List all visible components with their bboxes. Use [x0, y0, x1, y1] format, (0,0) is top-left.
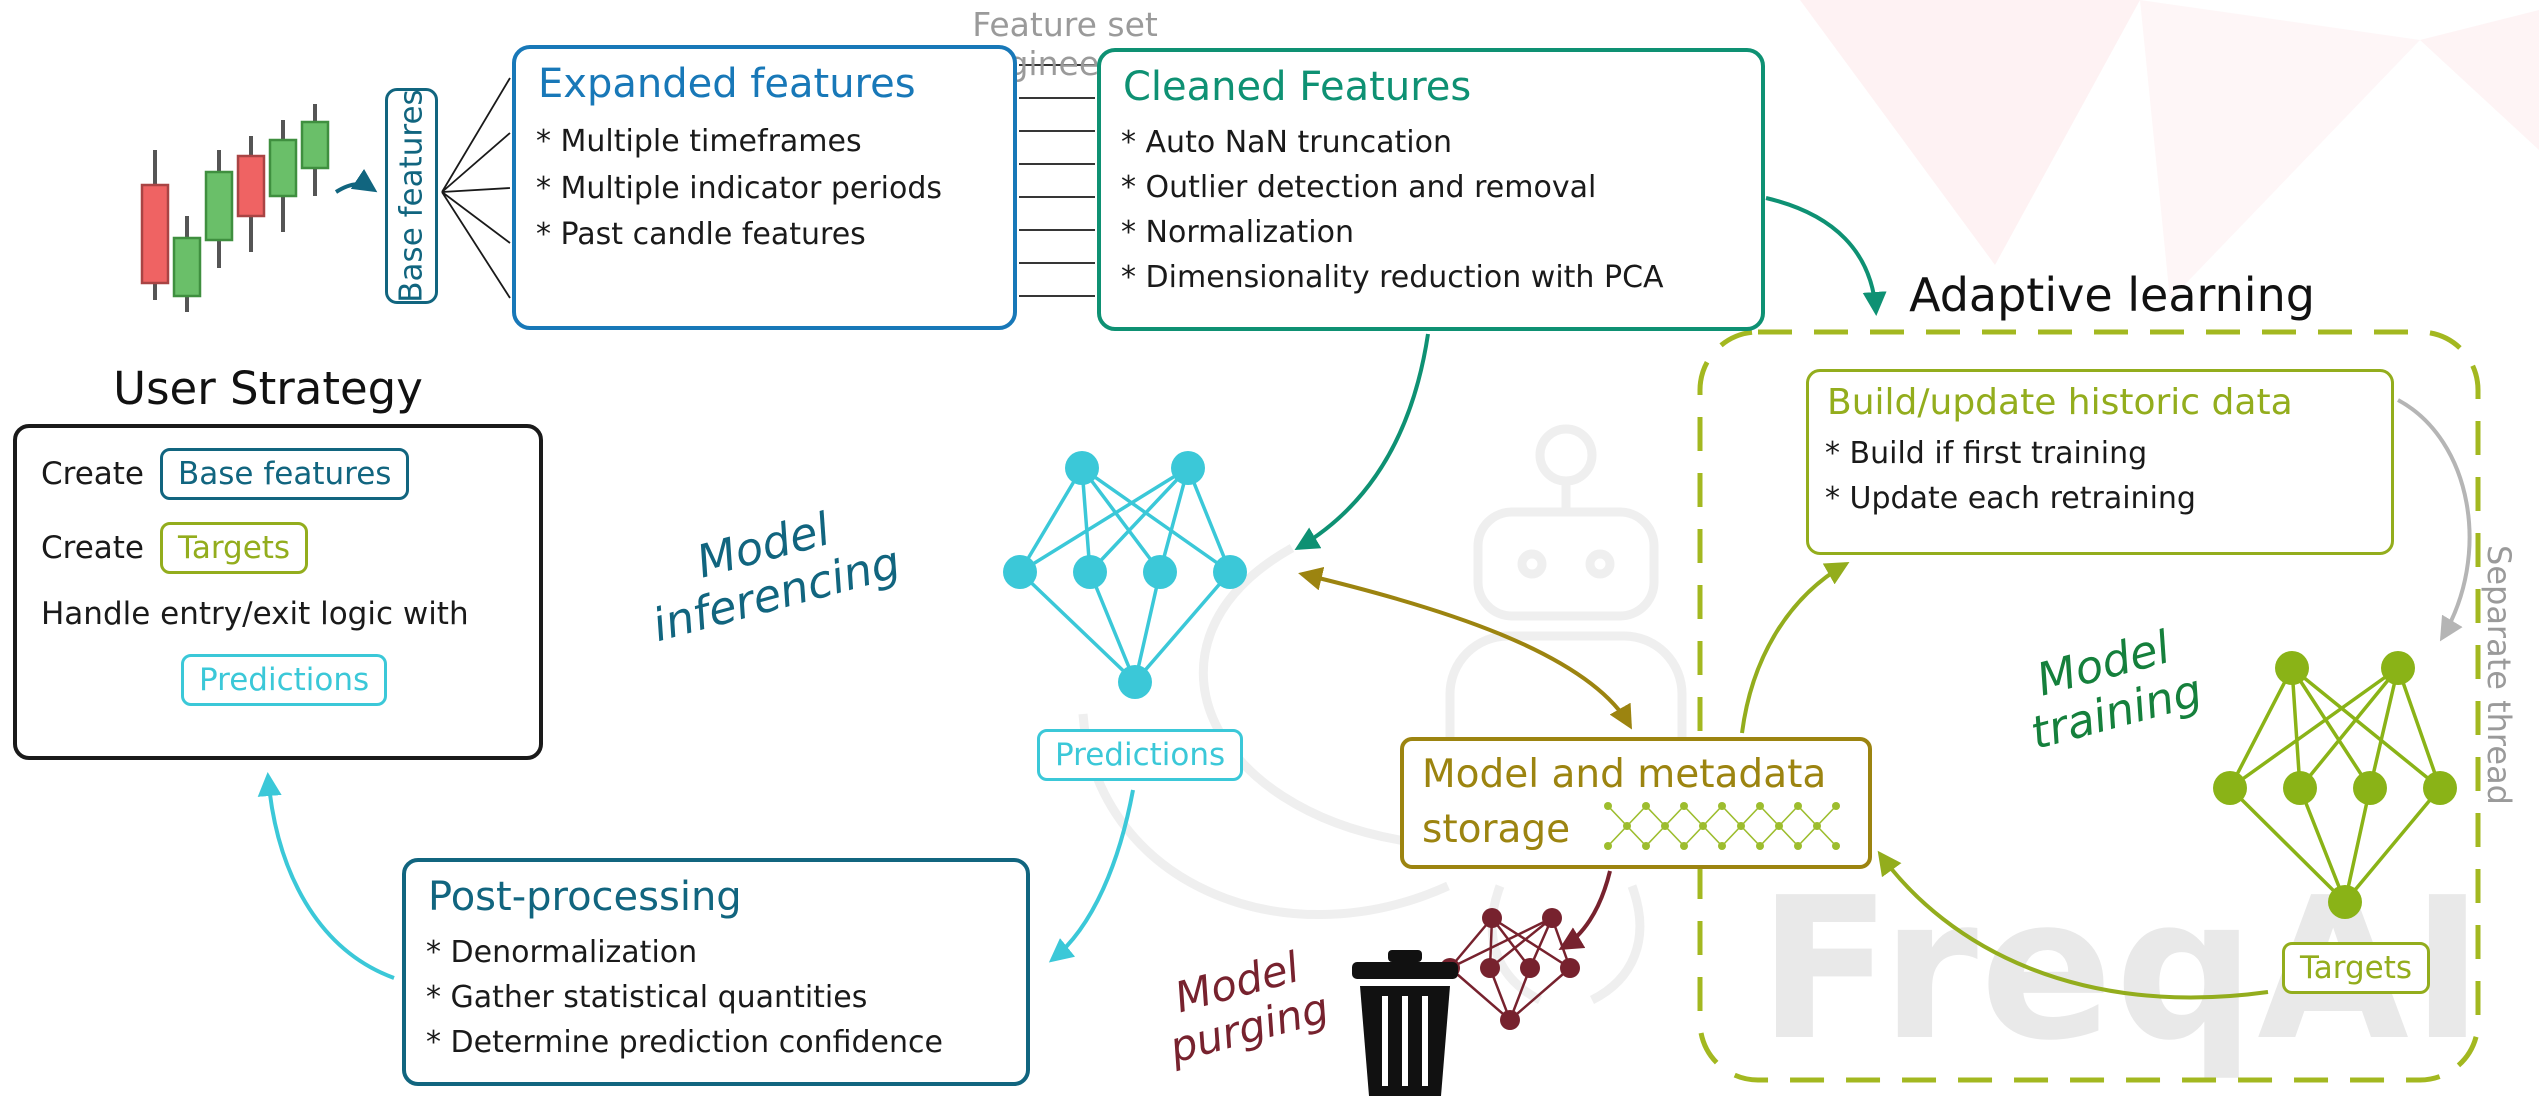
feature-item: * Gather statistical quantities — [426, 980, 868, 1015]
create-label: Create — [41, 456, 145, 492]
expanded-features-title: Expanded features — [538, 61, 916, 107]
arrow-separate-thread-loop — [2397, 398, 2472, 642]
predictions-network-icon — [1003, 451, 1247, 699]
arrow-cleaned-to-adaptive-learning — [1765, 196, 1887, 316]
arrow-cleaned-to-predictions-network — [1294, 333, 1430, 551]
cleaned-features-title: Cleaned Features — [1123, 64, 1472, 110]
connector-lines — [441, 64, 1095, 299]
build-update-title: Build/update historic data — [1827, 382, 2293, 423]
feature-item: * Denormalization — [426, 935, 698, 970]
targets-network-icon — [2213, 651, 2457, 919]
feature-item: * Multiple indicator periods — [536, 170, 943, 206]
feature-item: * Update each retraining — [1825, 481, 2196, 516]
model-metadata-storage-box: Model and metadata storage — [1400, 737, 1872, 869]
fan-lines-base-to-expanded — [441, 77, 511, 299]
handle-logic-label: Handle entry/exit logic with — [41, 596, 469, 632]
storage-network-icon — [1604, 802, 1840, 850]
arrow-post-processing-to-user-strategy — [257, 772, 395, 980]
user-strategy-box: Create Base features Create Targets Hand… — [13, 424, 543, 760]
adaptive-learning-title: Adaptive learning — [1909, 268, 2315, 322]
targets-chip: Targets — [160, 522, 309, 574]
base-features-label: Base features — [393, 89, 430, 303]
arrow-storage-to-purged-model — [1558, 870, 1612, 951]
watermark-freqtrade-logo-shapes — [1800, 0, 2539, 300]
storage-title-line1: Model and metadata — [1422, 752, 1827, 797]
feature-item: * Multiple timeframes — [536, 124, 862, 159]
post-processing-title: Post-processing — [428, 874, 742, 920]
build-update-historic-data-box: Build/update historic data * Build if fi… — [1806, 369, 2394, 555]
cleaned-features-box: Cleaned Features * Auto NaN truncation *… — [1097, 48, 1765, 331]
base-features-box: Base features — [385, 88, 438, 304]
feature-item: * Outlier detection and removal — [1121, 170, 1597, 205]
trash-icon — [1352, 950, 1458, 1096]
create-label: Create — [41, 530, 145, 566]
purged-model-network-icon — [1440, 908, 1580, 1030]
arrow-network-storage-bidirectional — [1298, 566, 1632, 730]
feature-item: * Normalization — [1121, 215, 1355, 250]
arrow-candles-to-base-features — [334, 168, 378, 194]
base-features-chip: Base features — [160, 448, 410, 500]
adaptive-learning-dashed-border — [1697, 329, 2481, 1083]
connector-arrows — [257, 168, 2472, 1000]
arrow-targets-network-to-storage — [1877, 850, 2269, 1000]
targets-output-chip: Targets — [2282, 942, 2431, 994]
arrow-storage-to-build-update — [1740, 562, 1850, 734]
predictions-chip: Predictions — [181, 654, 388, 706]
predictions-output-chip: Predictions — [1037, 729, 1244, 781]
feature-item: * Past candle features — [536, 217, 866, 252]
separate-thread-label: Separate thread — [2480, 545, 2518, 805]
feature-item: * Auto NaN truncation — [1121, 125, 1452, 160]
user-strategy-title: User Strategy — [113, 362, 423, 415]
feature-item: * Dimensionality reduction with PCA — [1121, 260, 1664, 295]
post-processing-box: Post-processing * Denormalization * Gath… — [402, 858, 1030, 1086]
candlestick-chart-icon — [140, 104, 330, 312]
feature-item: * Build if first training — [1825, 436, 2148, 471]
lines-expanded-to-cleaned — [1019, 64, 1095, 297]
feature-item: * Determine prediction confidence — [426, 1025, 943, 1060]
expanded-features-box: Expanded features * Multiple timeframes … — [512, 45, 1017, 330]
storage-title-line2: storage — [1422, 807, 1571, 853]
arrow-predictions-to-post-processing — [1048, 789, 1135, 963]
